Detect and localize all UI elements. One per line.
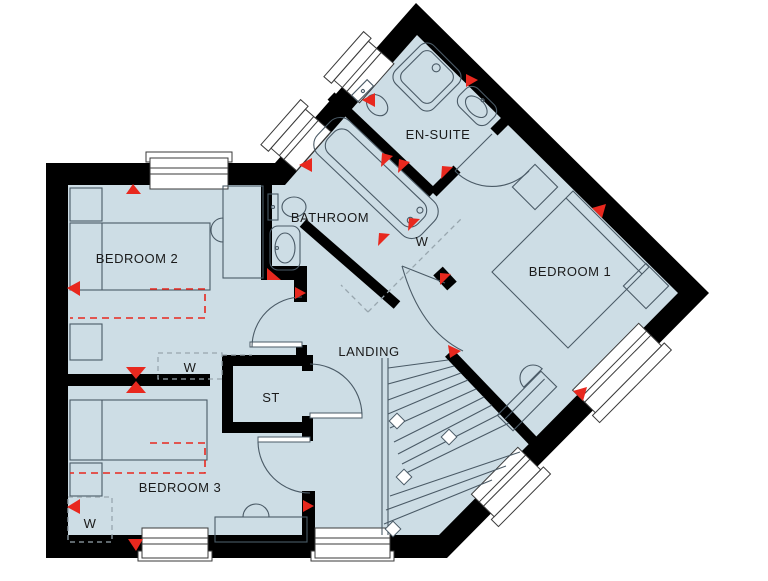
window-bedroom1-diagonal bbox=[571, 322, 673, 424]
bedroom-1-furniture bbox=[340, 163, 670, 432]
optional-bed-outline bbox=[70, 288, 206, 319]
bed bbox=[69, 399, 208, 461]
window-ensuite-diagonal bbox=[323, 30, 395, 104]
escape-window-markers bbox=[67, 74, 606, 551]
windows bbox=[137, 30, 673, 562]
bedside-table bbox=[69, 462, 103, 497]
label-landing: LANDING bbox=[338, 344, 399, 359]
bedroom-3-furniture bbox=[67, 399, 308, 543]
label-bathroom: BATHROOM bbox=[291, 210, 369, 225]
bedroom-2-wardrobe-zone bbox=[157, 352, 252, 380]
stairs bbox=[381, 358, 521, 538]
label-en-suite: EN-SUITE bbox=[406, 127, 471, 142]
wardrobe-zone bbox=[67, 496, 113, 543]
basin bbox=[456, 85, 498, 127]
shower bbox=[392, 42, 462, 112]
desk bbox=[496, 370, 558, 432]
door-bathroom bbox=[249, 296, 303, 348]
door-bedroom1 bbox=[401, 265, 464, 352]
bedroom-2-furniture bbox=[69, 185, 264, 361]
window-stairhall-bottom bbox=[310, 527, 395, 562]
label-wardrobe-bedroom-1: W bbox=[416, 234, 429, 249]
basin bbox=[269, 225, 301, 271]
newel-post bbox=[384, 520, 402, 538]
interior-walls bbox=[57, 92, 540, 537]
label-wardrobe-bedroom-3: W bbox=[84, 516, 97, 531]
window-bathroom-diagonal bbox=[260, 98, 332, 172]
bed bbox=[69, 222, 211, 291]
wardrobe-zone-edge bbox=[367, 217, 463, 313]
label-wardrobe-bedroom-2: W bbox=[184, 360, 197, 375]
newel-post bbox=[395, 468, 413, 486]
bedside-table bbox=[622, 262, 670, 310]
bedside-table bbox=[69, 323, 103, 361]
optional-bed-outline bbox=[70, 442, 206, 474]
window-bedroom2-top bbox=[145, 151, 233, 190]
newel-post bbox=[440, 428, 458, 446]
bathroom-fixtures bbox=[267, 116, 439, 271]
label-bedroom-2: BEDROOM 2 bbox=[96, 251, 179, 266]
exterior-walls bbox=[46, 3, 709, 558]
doors bbox=[249, 133, 530, 494]
window-stairs-diagonal bbox=[470, 446, 552, 528]
label-bedroom-3: BEDROOM 3 bbox=[139, 480, 222, 495]
window-bedroom3-bottom bbox=[137, 527, 213, 562]
chair bbox=[242, 503, 270, 518]
toilet bbox=[267, 193, 307, 221]
label-bedroom-1: BEDROOM 1 bbox=[529, 264, 612, 279]
bath bbox=[313, 116, 439, 240]
bed bbox=[491, 190, 650, 349]
door-bedroom3 bbox=[257, 436, 311, 494]
chair bbox=[519, 364, 543, 388]
door-ensuite bbox=[454, 133, 530, 188]
ensuite-fixtures bbox=[350, 42, 498, 127]
wardrobe-zone-edge bbox=[340, 284, 369, 313]
newel-post bbox=[388, 412, 406, 430]
room-labels: BEDROOM 2 BEDROOM 3 BEDROOM 1 BATHROOM E… bbox=[84, 127, 612, 531]
label-store: ST bbox=[262, 390, 280, 405]
bedside-table bbox=[69, 187, 103, 222]
door-store bbox=[309, 363, 363, 419]
chair bbox=[210, 217, 224, 243]
